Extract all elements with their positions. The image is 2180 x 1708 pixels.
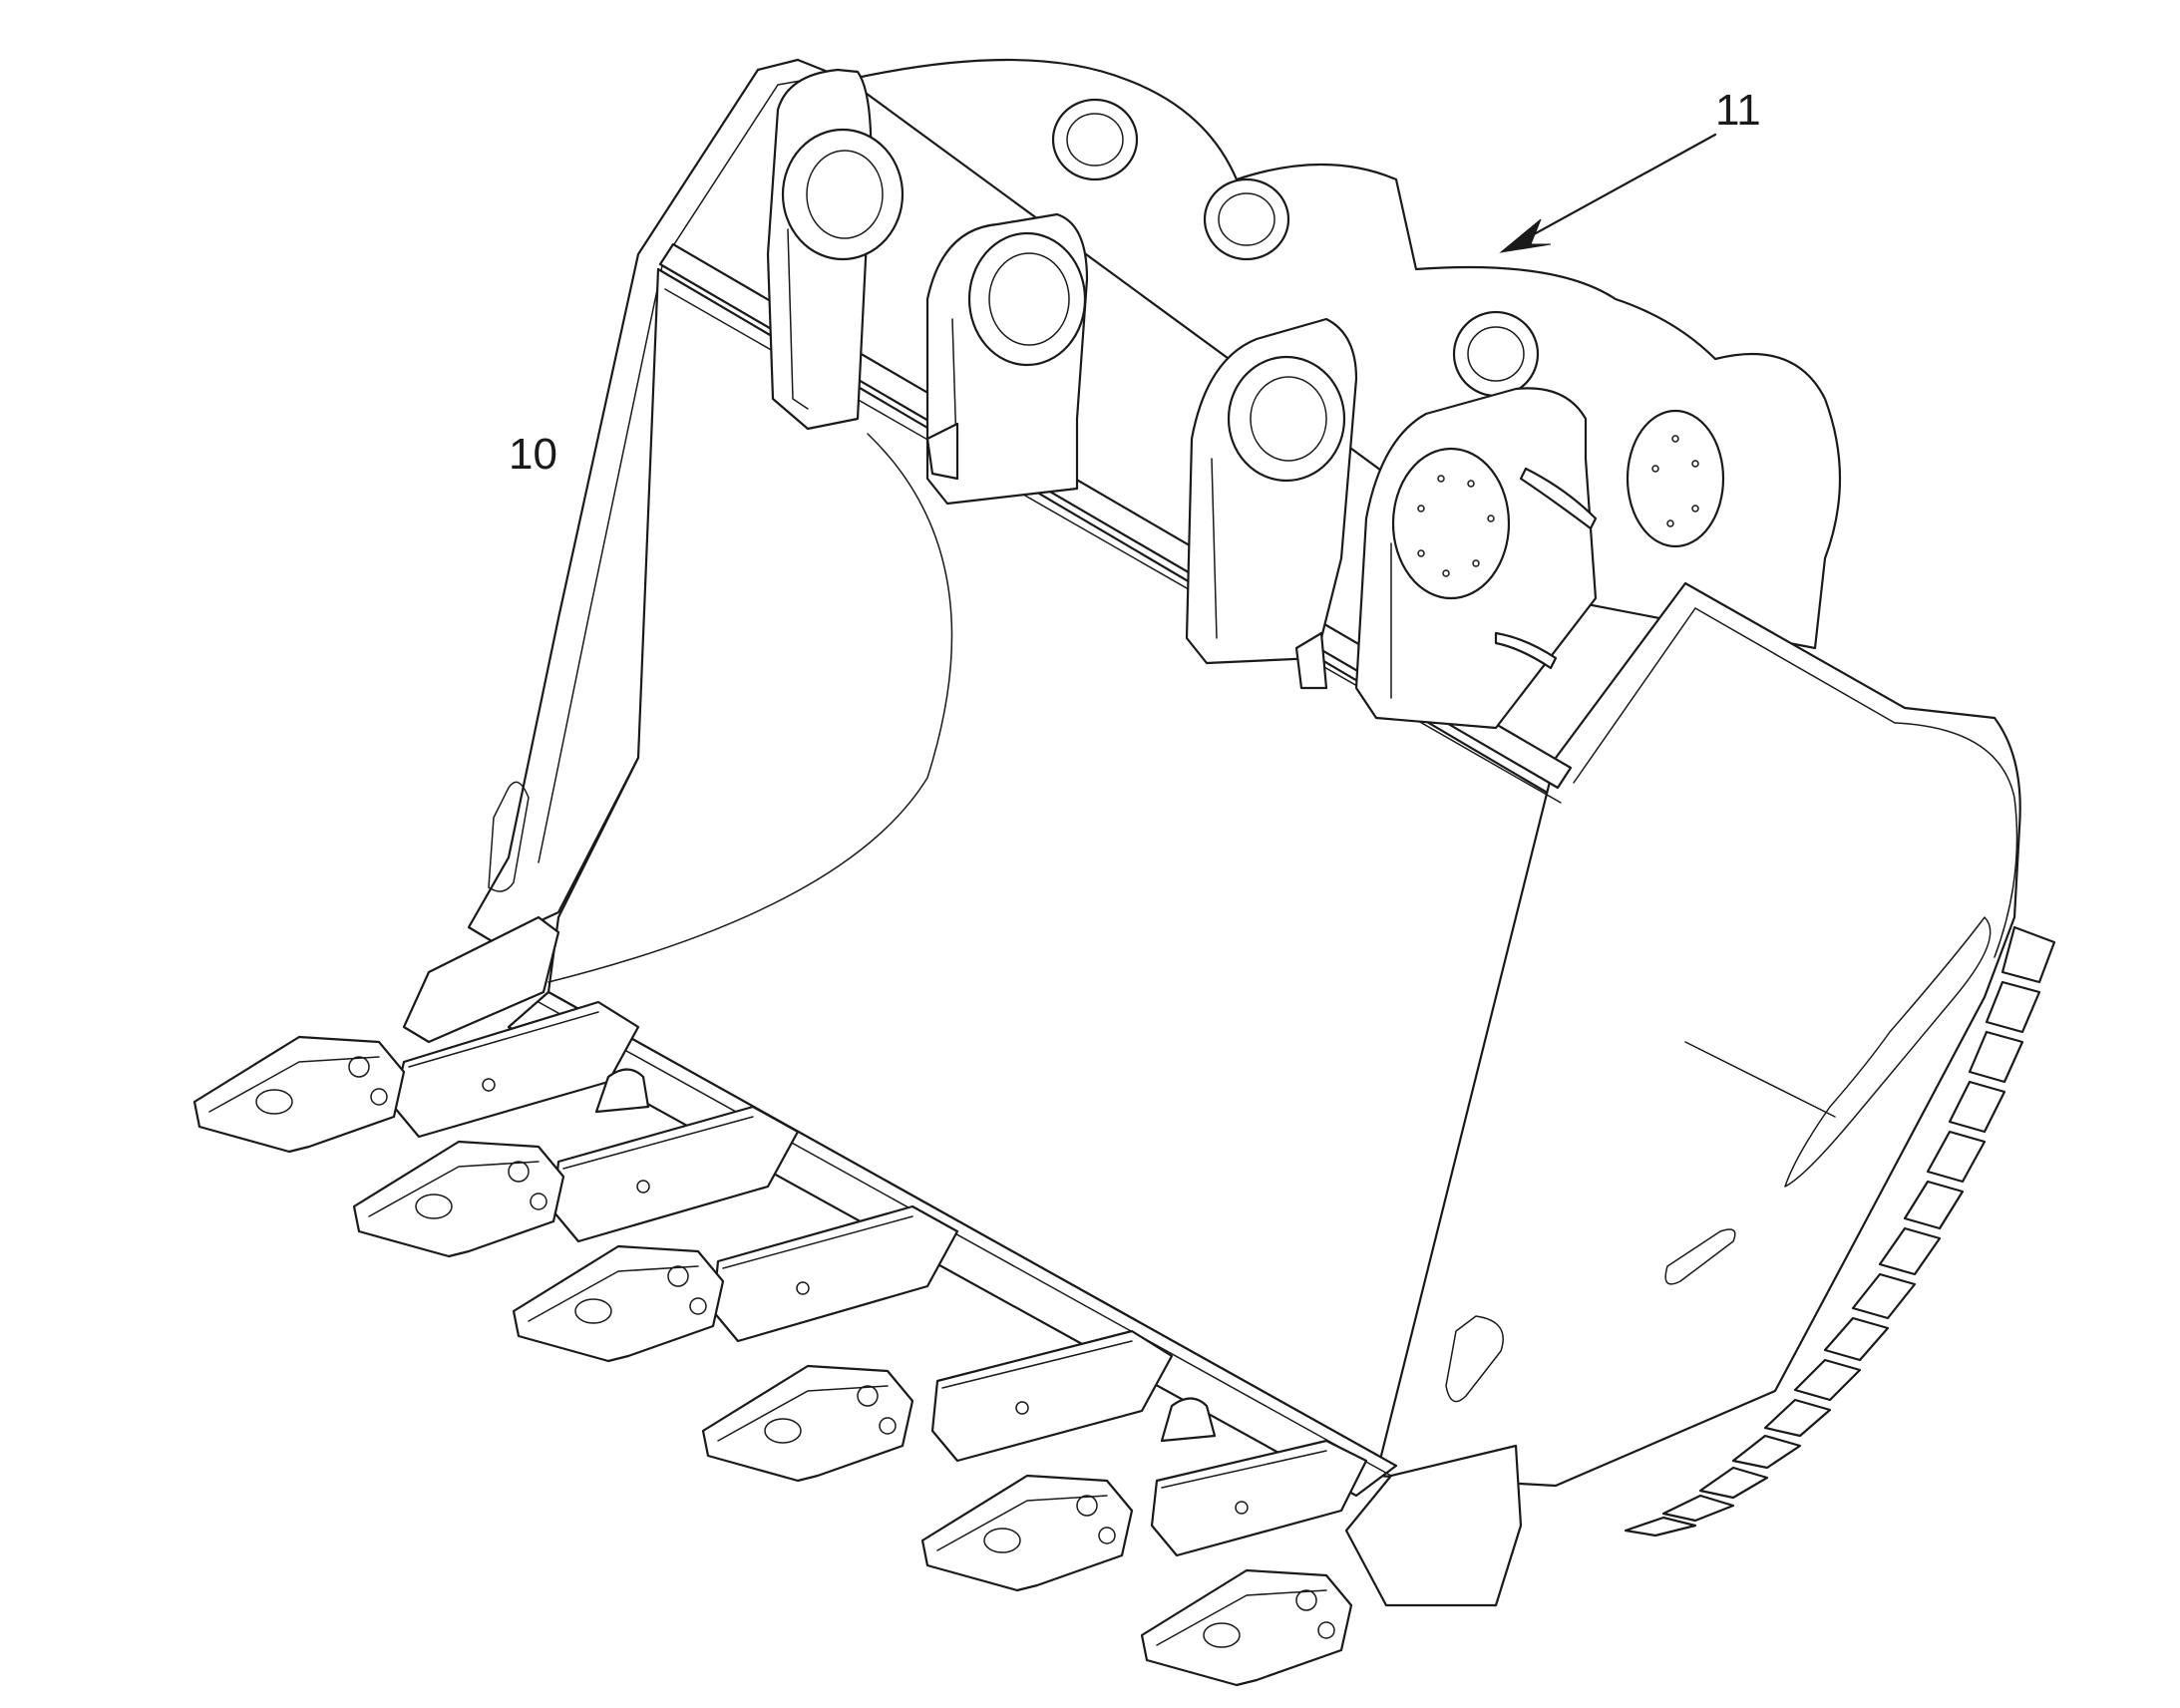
label-11: 11 — [1715, 86, 1761, 135]
corner-shrouds — [402, 915, 1523, 1607]
lifting-eye-2 — [1160, 1397, 1217, 1443]
left-corner-shroud — [402, 915, 560, 1044]
guard-4 — [930, 1329, 1174, 1463]
right-plate-slot — [1664, 1228, 1736, 1285]
guard-3 — [711, 1204, 959, 1343]
tooth-5 — [920, 1474, 1134, 1592]
right-corner-shroud — [1344, 1444, 1523, 1607]
guard-5 — [1150, 1439, 1368, 1557]
tooth-2 — [352, 1140, 565, 1258]
arrowhead-11 — [1499, 218, 1552, 253]
tooth-3 — [512, 1244, 725, 1363]
leader-arrow-11 — [1514, 133, 1717, 246]
lifting-eye-1 — [594, 1068, 650, 1114]
hinge-lugs — [766, 68, 1725, 730]
right-cutout — [1784, 916, 1992, 1188]
left-plate-slot — [488, 781, 530, 892]
tooth-6 — [1140, 1568, 1353, 1687]
reference-numerals: 10 11 — [509, 86, 1761, 479]
teeth — [192, 1035, 1353, 1687]
label-10: 10 — [509, 430, 557, 479]
guard-2 — [551, 1105, 800, 1243]
adapter-guards — [392, 1000, 1368, 1557]
lug-2 — [1051, 98, 1139, 181]
tooth-4 — [701, 1364, 914, 1483]
tooth-1 — [192, 1035, 406, 1154]
corner-lug — [1445, 1315, 1504, 1403]
lug-3 — [925, 177, 1290, 506]
lug-5 — [1294, 387, 1725, 730]
right-side-plate — [1374, 581, 2021, 1488]
side-wear-pads — [1624, 925, 2056, 1537]
lug-1 — [766, 68, 905, 431]
